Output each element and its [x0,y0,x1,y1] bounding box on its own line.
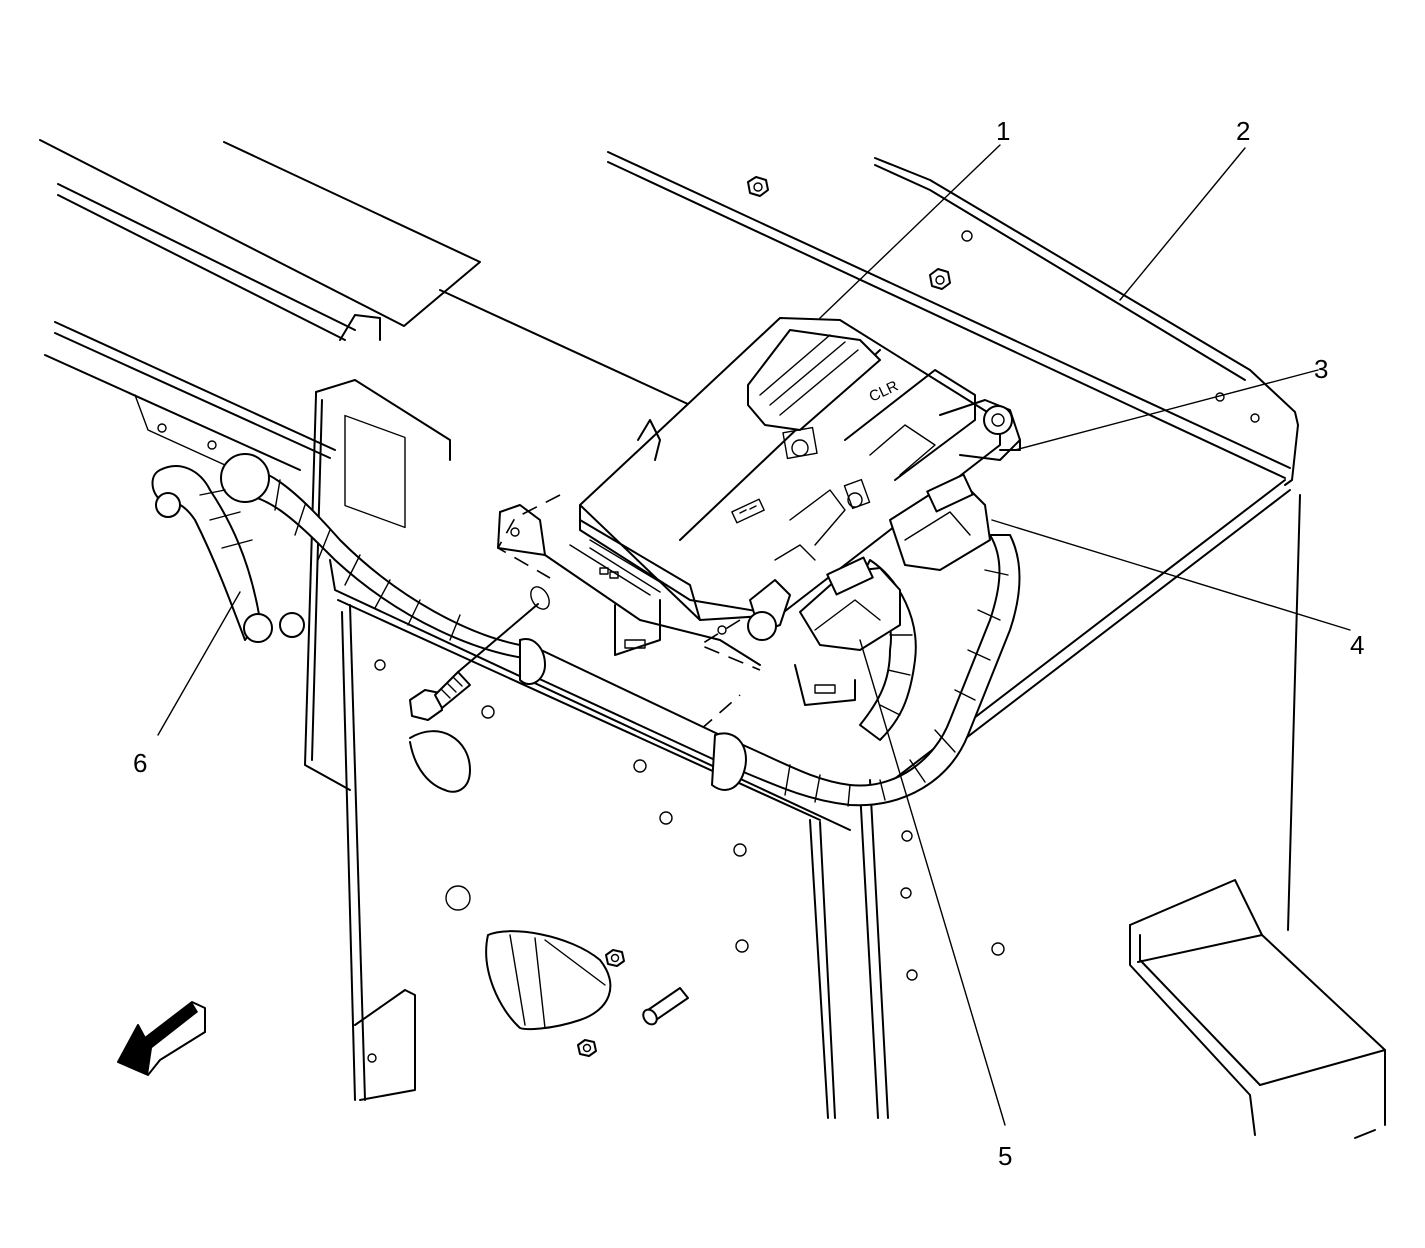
front-panel [341,604,1005,1119]
callout-3: 3 [1314,354,1329,384]
electronic-control-module: CLR [569,317,1001,621]
module-bracket [497,399,1021,706]
callout-6: 6 [133,748,148,778]
hex-nut-icon [605,949,625,967]
leader-lines [157,144,1351,1126]
callout-4: 4 [1350,630,1365,660]
upper-right-panel [607,151,1301,931]
alignment-guides [496,494,761,731]
connector-upper [889,473,991,571]
connector-lower [799,556,901,651]
wiring-harness [151,453,1021,807]
side-duct [1129,879,1386,1139]
callout-1: 1 [996,116,1011,146]
callout-2: 2 [1236,116,1251,146]
module-stud [747,579,791,641]
upper-left-panel [39,139,691,471]
callout-5: 5 [998,1141,1013,1171]
dash-support-bracket [304,314,851,831]
hex-nut-icon [577,1039,597,1057]
arrow-front-icon [117,1001,206,1076]
hex-nut-icon [747,176,769,197]
pin-stud [642,987,689,1026]
bolt-icon [409,586,550,721]
hex-nut-icon [929,268,951,290]
